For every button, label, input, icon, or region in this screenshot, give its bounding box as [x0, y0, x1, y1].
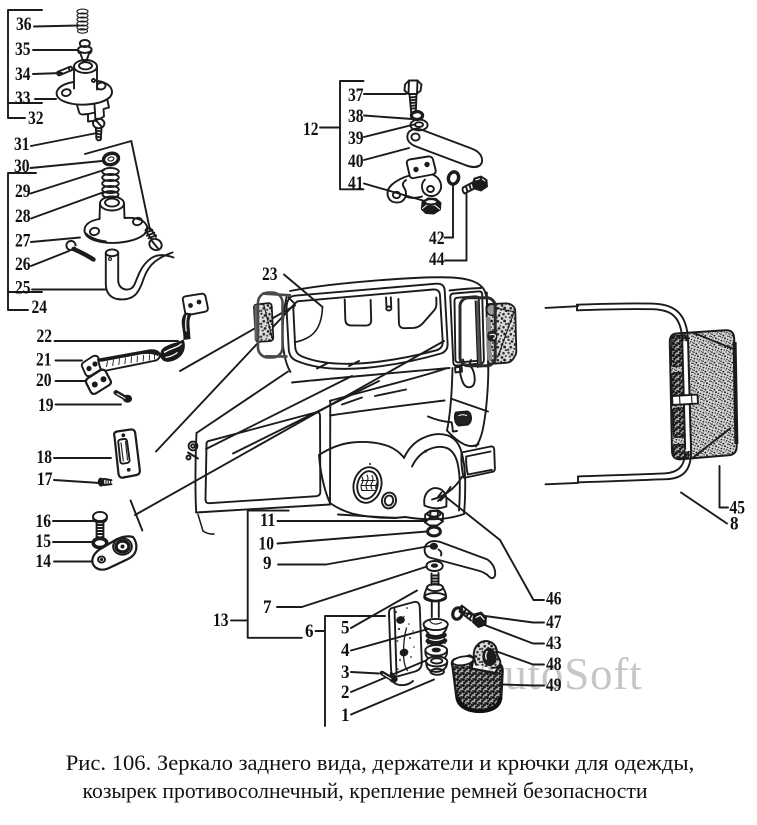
svg-text:20: 20: [36, 370, 52, 391]
svg-text:18: 18: [37, 447, 53, 468]
svg-text:39: 39: [348, 128, 364, 149]
svg-text:16: 16: [36, 511, 52, 532]
svg-text:27: 27: [15, 231, 31, 252]
svg-text:козырек противосолнечный, креп: козырек противосолнечный, крепление ремн…: [83, 779, 648, 803]
svg-text:30: 30: [14, 156, 30, 177]
svg-text:37: 37: [348, 85, 364, 106]
svg-text:43: 43: [546, 633, 562, 654]
svg-text:26: 26: [15, 254, 31, 275]
svg-text:4: 4: [341, 640, 350, 661]
svg-text:11: 11: [260, 510, 276, 531]
svg-text:41: 41: [348, 173, 364, 194]
svg-text:Рис. 106. Зеркало заднего вида: Рис. 106. Зеркало заднего вида, держател…: [66, 750, 695, 775]
svg-text:2: 2: [341, 682, 350, 703]
svg-text:6: 6: [305, 621, 314, 642]
svg-text:19: 19: [38, 395, 54, 416]
svg-text:9: 9: [263, 553, 272, 574]
svg-text:32: 32: [28, 108, 44, 129]
svg-text:31: 31: [14, 134, 30, 155]
svg-text:34: 34: [15, 64, 31, 85]
svg-text:38: 38: [348, 106, 364, 127]
svg-text:36: 36: [16, 14, 32, 35]
svg-text:35: 35: [15, 39, 31, 60]
svg-text:8: 8: [730, 514, 739, 535]
svg-text:15: 15: [36, 531, 52, 552]
svg-text:24: 24: [32, 297, 48, 318]
svg-text:29: 29: [15, 181, 31, 202]
svg-text:5: 5: [341, 618, 350, 639]
svg-text:25: 25: [15, 278, 31, 299]
svg-text:42: 42: [429, 228, 445, 249]
svg-text:12: 12: [303, 119, 319, 140]
svg-text:48: 48: [546, 654, 562, 675]
svg-text:46: 46: [546, 589, 562, 610]
svg-text:3: 3: [341, 662, 350, 683]
svg-text:10: 10: [259, 534, 275, 555]
svg-text:33: 33: [15, 88, 31, 109]
svg-text:45: 45: [730, 498, 746, 519]
svg-text:1: 1: [341, 705, 350, 726]
svg-text:14: 14: [36, 551, 52, 572]
svg-text:13: 13: [213, 610, 229, 631]
svg-text:22: 22: [37, 326, 53, 347]
svg-text:23: 23: [262, 264, 278, 285]
svg-text:7: 7: [263, 597, 272, 618]
svg-text:40: 40: [348, 151, 364, 172]
svg-text:21: 21: [36, 350, 52, 371]
svg-text:17: 17: [37, 469, 53, 490]
svg-text:28: 28: [15, 206, 31, 227]
svg-text:47: 47: [546, 612, 562, 633]
svg-text:49: 49: [546, 675, 562, 696]
svg-text:44: 44: [429, 249, 445, 270]
